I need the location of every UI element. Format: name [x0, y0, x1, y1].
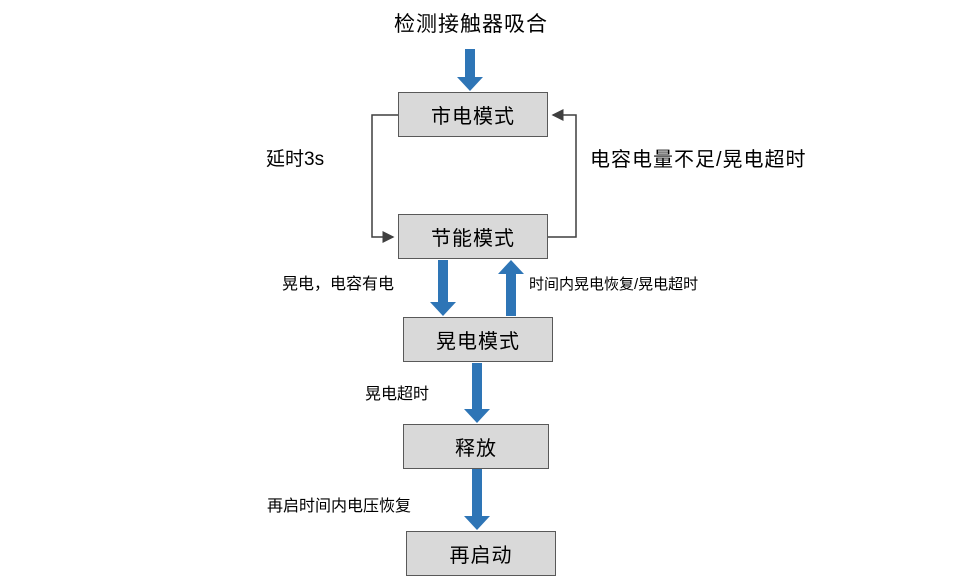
arrow-shaft — [506, 274, 516, 316]
edge-label-dip-timeout: 晃电超时 — [365, 386, 430, 403]
node-voltage-dip-mode: 晃电模式 — [403, 317, 553, 362]
edge-saving-to-mains-line — [548, 109, 577, 238]
edge-mains-to-saving-line — [371, 114, 398, 243]
arrow-release-to-restart-icon — [464, 469, 490, 530]
node-restart: 再启动 — [406, 531, 556, 576]
node-mains-mode: 市电模式 — [398, 92, 548, 137]
arrow-shaft — [472, 363, 482, 409]
arrow-shaft — [438, 260, 448, 302]
edge-label-dip-with-cap: 晃电，电容有电 — [282, 276, 395, 293]
arrow-dip-to-saving-icon — [498, 260, 524, 316]
arrow-saving-to-dip-icon — [430, 260, 456, 316]
arrow-head — [457, 77, 483, 91]
node-energy-saving-mode: 节能模式 — [398, 214, 548, 259]
edge-label-delay-3s: 延时3s — [266, 149, 325, 170]
arrow-head — [464, 516, 490, 530]
arrow-shaft — [472, 469, 482, 516]
arrow-head — [498, 260, 524, 274]
edge-label-cap-insufficient: 电容电量不足/晃电超时 — [590, 149, 807, 171]
arrow-title-to-mains-icon — [457, 49, 483, 91]
arrow-shaft — [465, 49, 475, 77]
node-release: 释放 — [403, 424, 549, 469]
arrow-dip-to-release-icon — [464, 363, 490, 423]
arrow-head — [430, 302, 456, 316]
edge-label-dip-recover: 时间内晃电恢复/晃电超时 — [529, 276, 699, 293]
diagram-title: 检测接触器吸合 — [394, 13, 548, 36]
arrow-head — [464, 409, 490, 423]
edge-label-voltage-recover: 再启时间内电压恢复 — [267, 498, 412, 515]
